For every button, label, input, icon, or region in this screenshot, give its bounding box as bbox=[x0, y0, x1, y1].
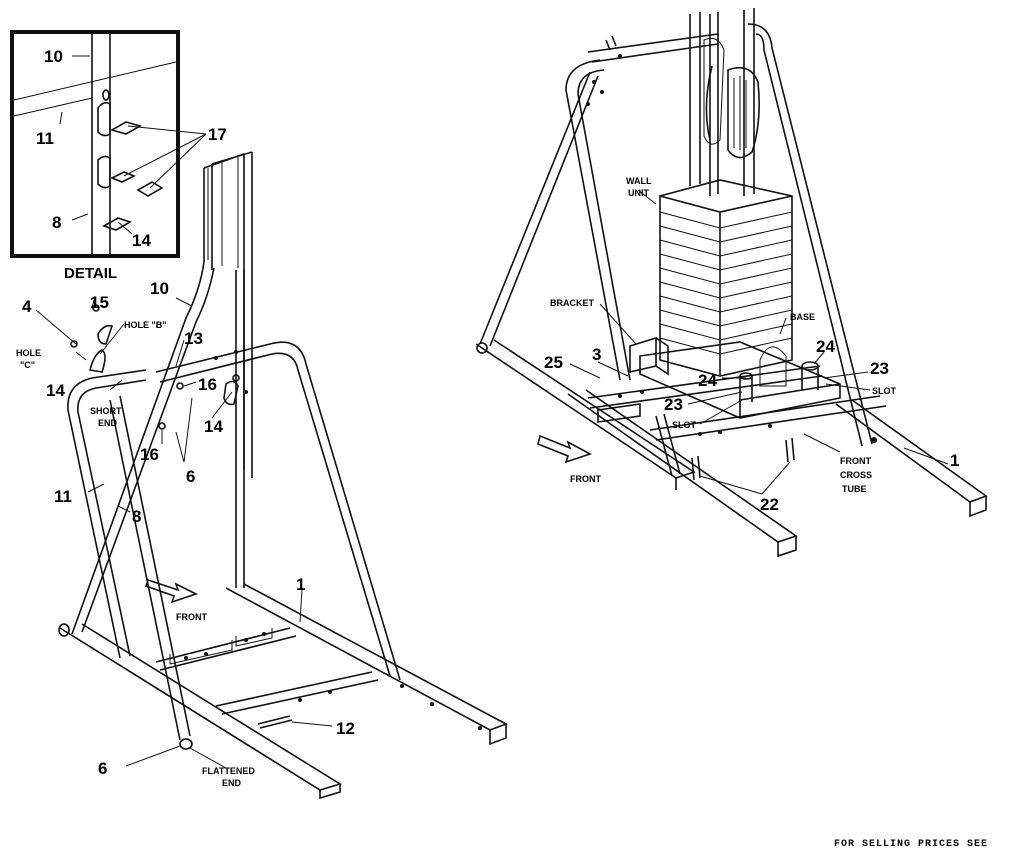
part-14-left: 14 bbox=[46, 381, 65, 400]
label-hole-b: HOLE "B" bbox=[124, 320, 167, 330]
right-frame bbox=[475, 8, 988, 558]
part-23-left: 23 bbox=[664, 395, 683, 414]
left-frame bbox=[35, 151, 508, 800]
label-front-left: FRONT bbox=[176, 612, 207, 622]
footer-note: FOR SELLING PRICES SEE bbox=[834, 839, 988, 850]
part-12: 12 bbox=[336, 719, 355, 738]
label-short-end-1: SHORT bbox=[90, 406, 122, 416]
part-14-right: 14 bbox=[204, 417, 223, 436]
detail-part-17: 17 bbox=[208, 125, 227, 144]
label-front-cross-1: FRONT bbox=[840, 456, 871, 466]
label-front-cross-3: TUBE bbox=[842, 484, 867, 494]
part-3: 3 bbox=[592, 345, 601, 364]
label-base: BASE bbox=[790, 312, 815, 322]
part-23-right: 23 bbox=[870, 359, 889, 378]
part-16-upper: 16 bbox=[198, 375, 217, 394]
part-10: 10 bbox=[150, 279, 169, 298]
part-15: 15 bbox=[90, 293, 109, 312]
label-flattened-2: END bbox=[222, 778, 242, 788]
part-13: 13 bbox=[184, 329, 203, 348]
label-hole-c-1: HOLE bbox=[16, 348, 41, 358]
detail-part-10: 10 bbox=[44, 47, 63, 66]
label-wall-unit-1: WALL bbox=[626, 176, 652, 186]
detail-part-14: 14 bbox=[132, 231, 151, 250]
part-1-left: 1 bbox=[296, 575, 305, 594]
part-11: 11 bbox=[54, 487, 72, 506]
part-24-right: 24 bbox=[816, 337, 835, 356]
label-front-cross-2: CROSS bbox=[840, 470, 872, 480]
part-22: 22 bbox=[760, 495, 779, 514]
label-hole-c-2: "C" bbox=[20, 360, 35, 370]
label-slot-left: SLOT bbox=[672, 420, 697, 430]
detail-part-11: 11 bbox=[36, 129, 54, 148]
label-bracket: BRACKET bbox=[550, 298, 595, 308]
label-short-end-2: END bbox=[98, 418, 118, 428]
detail-inset bbox=[10, 30, 207, 258]
part-24-left: 24 bbox=[698, 371, 717, 390]
label-slot-right: SLOT bbox=[872, 386, 897, 396]
label-wall-unit-2: UNIT bbox=[628, 188, 649, 198]
part-6-upper: 6 bbox=[186, 467, 195, 486]
label-front-right: FRONT bbox=[570, 474, 601, 484]
part-4: 4 bbox=[22, 297, 32, 316]
label-flattened-1: FLATTENED bbox=[202, 766, 255, 776]
part-25: 25 bbox=[544, 353, 563, 372]
part-1-right: 1 bbox=[950, 451, 959, 470]
detail-part-8: 8 bbox=[52, 213, 61, 232]
part-6-lower: 6 bbox=[98, 759, 107, 778]
detail-title: DETAIL bbox=[64, 265, 117, 282]
part-16-lower: 16 bbox=[140, 445, 159, 464]
part-8: 8 bbox=[132, 507, 141, 526]
